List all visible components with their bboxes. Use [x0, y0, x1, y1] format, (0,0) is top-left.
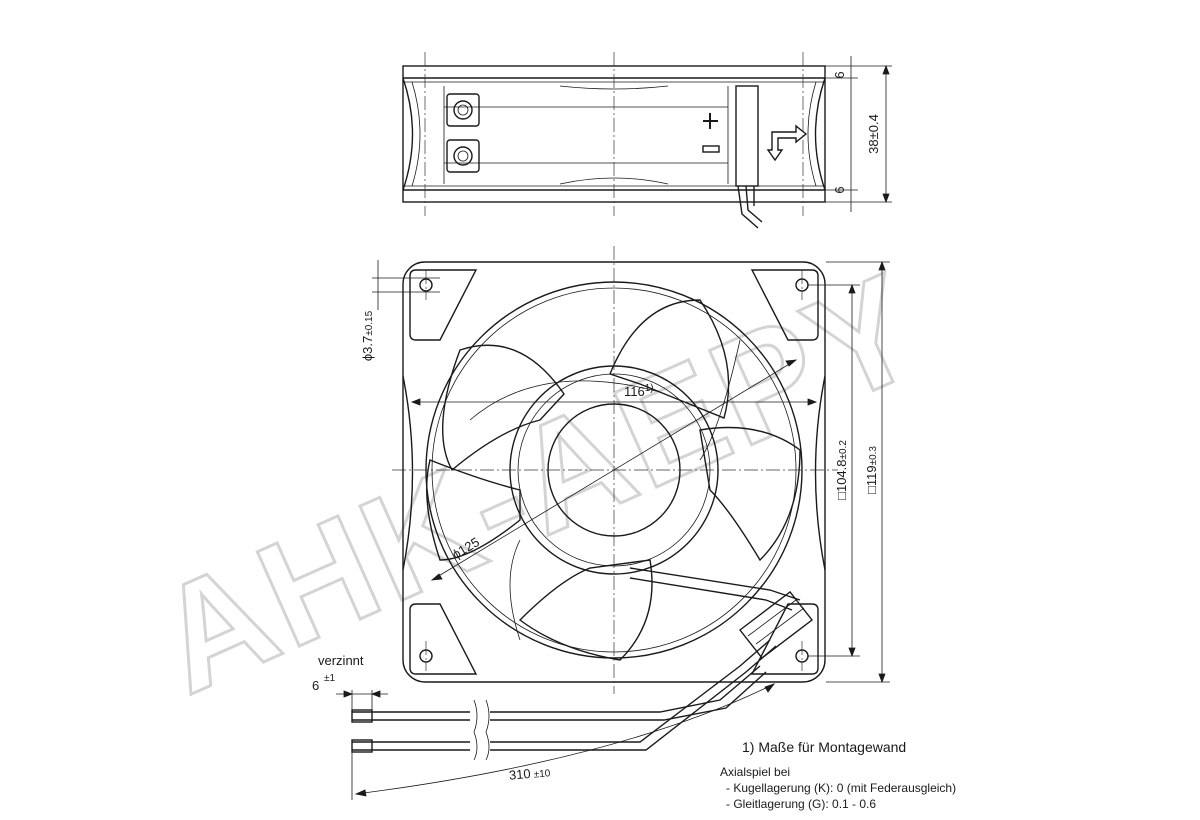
dim-hole-spacing-value: □104.8 [834, 460, 849, 500]
strip-tol: ±1 [324, 673, 335, 684]
dim-frame-value: □119 [864, 465, 879, 494]
front-view: 1161) ϕ125 ϕ3.7±0.15 □104.8±0.2 □119±0.3 [360, 246, 890, 694]
plus-icon [703, 113, 718, 129]
dim-flange-bottom: 6 [832, 186, 847, 193]
dim-flange-top: 6 [832, 71, 847, 78]
axial-play-sleeve: - Gleitlagerung (G): 0.1 - 0.6 [726, 797, 876, 811]
axial-play-ball: - Kugellagerung (K): 0 (mit Federausglei… [726, 781, 956, 795]
dim-frame-tol: ±0.3 [868, 446, 879, 466]
dim-frame: □119±0.3 [864, 446, 879, 494]
airflow-arrow-icon [766, 124, 808, 162]
dim-hole-tol: ±0.15 [364, 310, 375, 335]
dim-mount-diameter-value: 116 [624, 384, 645, 399]
lead-length-tol: ±10 [533, 768, 551, 780]
dim-mount-diameter-note: 1) [645, 383, 654, 394]
dim-hole-spacing-tol: ±0.2 [838, 440, 849, 460]
lead-wires: verzinnt 6 ±1 310±10 [312, 639, 777, 800]
strip-length: 6 [312, 678, 319, 693]
dim-depth: 38±0.4 [866, 114, 881, 154]
watermark: AHK-AEPY [131, 238, 947, 726]
watermark-text: AHK-AEPY [132, 240, 945, 725]
dim-hole-spacing: □104.8±0.2 [834, 440, 849, 500]
lead-length: 310±10 [508, 764, 551, 783]
dim-hole: ϕ3.7±0.15 [360, 310, 375, 361]
side-view: 6 6 38±0.4 [402, 52, 892, 229]
footnote-mounting: 1) Maße für Montagewand [742, 739, 906, 755]
notes: 1) Maße für Montagewand Axialspiel bei -… [720, 739, 956, 811]
lead-length-value: 310 [508, 766, 531, 783]
axial-play-title: Axialspiel bei [720, 765, 790, 779]
minus-icon [702, 145, 720, 153]
dim-hole-value: ϕ3.7 [360, 336, 375, 361]
dim-mount-diameter: 1161) [624, 383, 654, 399]
tinned-label: verzinnt [318, 653, 364, 668]
